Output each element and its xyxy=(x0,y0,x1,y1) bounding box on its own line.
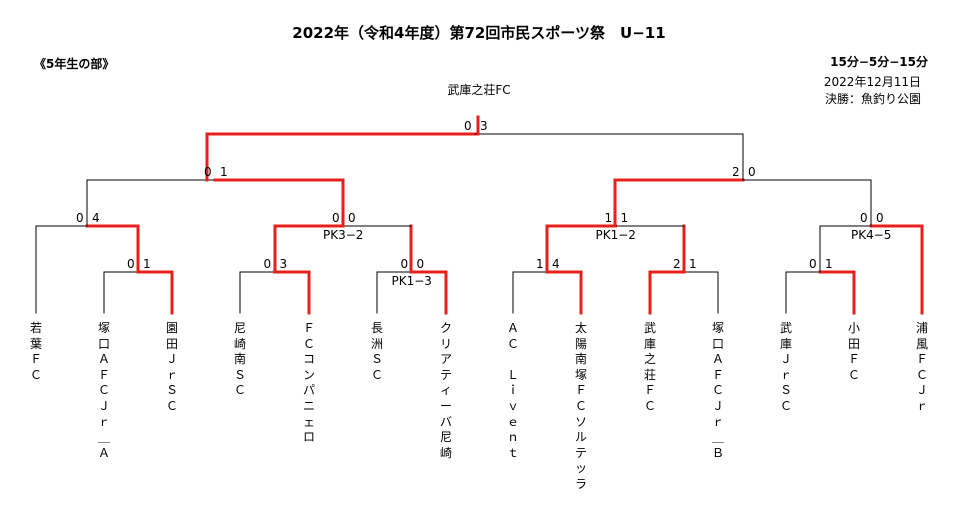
sf-1-score-left: 0 xyxy=(204,165,212,179)
r1-5-score-left: 2 xyxy=(673,257,681,271)
r1-3-pk-result: PK1−3 xyxy=(391,274,432,288)
qf-4-score-left: 0 xyxy=(860,211,868,225)
r1-2-score-left: 0 xyxy=(263,257,272,271)
qf-3-score-right: 1 xyxy=(620,211,629,225)
match-format: 15分−5分−15分 xyxy=(830,55,928,69)
qf-4-score-right: 0 xyxy=(876,211,884,225)
qf-2-score-right: 0 xyxy=(348,211,356,225)
qf-3-pk-result: PK1−2 xyxy=(595,228,636,242)
qf-2-score-left: 0 xyxy=(332,211,340,225)
qf-4-pk-result: PK4−5 xyxy=(851,228,892,242)
sf-2-score-left: 2 xyxy=(732,165,740,179)
r1-1-score-left: 0 xyxy=(127,257,135,271)
r1-2-score-right: 3 xyxy=(279,257,288,271)
team-name: クリアティーバ尼崎 xyxy=(439,321,452,460)
r1-6-score-right: 1 xyxy=(825,257,833,271)
final-score-left: 0 xyxy=(464,119,472,133)
final-score-right: 3 xyxy=(480,119,488,133)
qf-1-score-right: 4 xyxy=(92,211,100,225)
page-title: 2022年（令和4年度）第72回市民スポーツ祭 U−11 xyxy=(292,24,666,42)
r1-1-score-right: 1 xyxy=(143,257,151,271)
qf-1-score-left: 0 xyxy=(76,211,84,225)
r1-4-score-left: 1 xyxy=(536,257,544,271)
r1-5-score-right: 1 xyxy=(689,257,697,271)
champion-label: 武庫之荘FC xyxy=(447,83,511,97)
qf-3-score-left: 1 xyxy=(604,211,613,225)
division-label: 《5年生の部》 xyxy=(34,57,115,71)
r1-3-score-right: 0 xyxy=(416,257,425,271)
sf-2-score-right: 0 xyxy=(748,165,756,179)
r1-6-score-left: 0 xyxy=(809,257,817,271)
r1-4-score-right: 4 xyxy=(552,257,560,271)
event-date: 2022年12月11日 xyxy=(823,75,921,89)
final-venue: 決勝：魚釣り公園 xyxy=(824,92,921,106)
r1-3-score-left: 0 xyxy=(400,257,409,271)
sf-1-score-right: 1 xyxy=(220,165,228,179)
qf-2-pk-result: PK3−2 xyxy=(323,228,364,242)
